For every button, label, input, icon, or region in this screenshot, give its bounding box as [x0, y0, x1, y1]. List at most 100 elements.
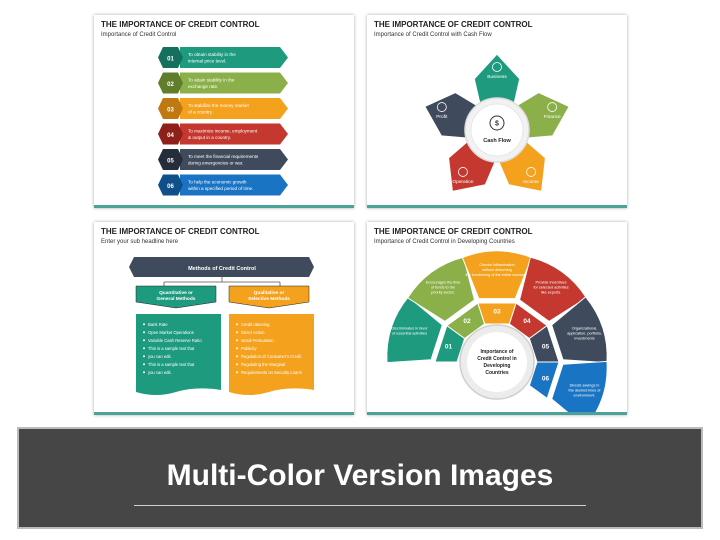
slide-thumbnail-4[interactable]: THE IMPORTANCE OF CREDIT CONTROL Importa…	[367, 222, 627, 415]
item-text: internal price level.	[188, 59, 226, 64]
point-label: Income	[523, 179, 539, 185]
list-item-shape	[180, 72, 288, 94]
petal-text: of funds to the	[431, 286, 455, 290]
item-text: To help the economic growth	[188, 180, 247, 185]
method-item: Regulating the Marginal	[241, 362, 285, 367]
center-label: Developing	[484, 363, 511, 369]
bullet-icon	[143, 355, 145, 358]
method-item: Publicity	[241, 346, 257, 351]
point-label: Operation	[452, 179, 473, 185]
slide-thumbnail-1[interactable]: THE IMPORTANCE OF CREDIT CONTROL Importa…	[94, 15, 354, 208]
slide-title: THE IMPORTANCE OF CREDIT CONTROL	[101, 20, 260, 29]
method-heading: Quantitative or	[159, 290, 193, 296]
petal-text: for selected activities	[533, 286, 568, 290]
bullet-icon	[236, 371, 238, 374]
left-method-list-box	[136, 314, 221, 395]
item-text: & output in a country.	[188, 135, 231, 140]
item-number: 02	[167, 82, 174, 88]
segment-number: 03	[493, 309, 501, 316]
item-text: To maximize income, employment	[188, 129, 258, 134]
chart-up-icon	[547, 102, 558, 112]
bullet-icon	[143, 331, 145, 334]
center-label: Credit Control in	[477, 356, 516, 362]
slide-subtitle: Importance of Credit Control	[101, 32, 177, 38]
importance-list-graphic: 01 To obtain stability in the internal pri…	[158, 47, 288, 196]
segment-number: 05	[542, 344, 550, 351]
petal-text: of essential activities	[392, 332, 427, 336]
point-label: Profit	[436, 114, 448, 120]
bullet-icon	[236, 355, 238, 358]
number-badge	[158, 72, 183, 94]
inner-segment	[528, 361, 560, 400]
petal-text: the desired lines of	[569, 388, 602, 392]
segment-number: 02	[463, 318, 471, 325]
petal-text: Provide Incentives	[536, 281, 567, 285]
item-text: exchange rate.	[188, 84, 218, 89]
method-heading: Selective Methods	[248, 296, 290, 302]
method-item: Credit rationing	[241, 322, 270, 327]
number-badge	[158, 47, 183, 68]
list-item-shape	[180, 47, 288, 68]
slide-accent-bar	[367, 205, 627, 208]
slide-title: THE IMPORTANCE OF CREDIT CONTROL	[374, 20, 533, 29]
slide-thumbnail-2[interactable]: THE IMPORTANCE OF CREDIT CONTROL Importa…	[367, 15, 627, 208]
bullet-icon	[236, 339, 238, 342]
slide-title: THE IMPORTANCE OF CREDIT CONTROL	[101, 227, 260, 236]
center-label: Countries	[485, 370, 509, 376]
method-item: This is a sample text that	[148, 362, 195, 367]
method-heading: Qualitative or	[254, 290, 285, 296]
petal-text: like exports.	[541, 291, 561, 295]
petal-text: Organizational,	[572, 327, 598, 331]
item-text: of a country.	[188, 110, 213, 115]
petal-text: without disturbing	[482, 268, 512, 272]
item-text: To obtain stability in the	[188, 52, 236, 57]
method-item: Open Market Operations	[148, 330, 194, 335]
list-item-shape	[180, 123, 288, 145]
dollar-icon: $	[495, 121, 499, 128]
slide-subtitle: Importance of Credit Control in Developi…	[374, 239, 515, 245]
slide-thumbnail-3[interactable]: THE IMPORTANCE OF CREDIT CONTROL Enter y…	[94, 222, 354, 415]
version-banner: Multi-Color Version Images	[19, 429, 701, 527]
bullet-icon	[236, 363, 238, 366]
number-badge	[158, 98, 183, 119]
outer-petal	[551, 360, 608, 415]
item-text: during emergencies or war.	[188, 161, 243, 166]
method-item: This is a sample text that	[148, 346, 195, 351]
slide-title: THE IMPORTANCE OF CREDIT CONTROL	[374, 227, 533, 236]
banner-divider	[134, 505, 586, 506]
center-label: Cash Flow	[483, 138, 511, 144]
item-number: 05	[167, 159, 174, 165]
point-label: Business	[487, 74, 507, 80]
center-circle	[467, 332, 527, 392]
petal-text: Encourages the flow	[426, 281, 461, 285]
number-badge	[158, 174, 183, 196]
item-text: To attain stability in the	[188, 78, 235, 83]
bullet-icon	[236, 347, 238, 350]
method-item: Variable Cash Reserve Ratio	[148, 338, 202, 343]
list-item-shape	[180, 149, 288, 170]
methods-header-shape	[129, 257, 314, 277]
point-label: Finance	[544, 114, 561, 120]
slide-accent-bar	[367, 412, 627, 415]
item-number: 01	[167, 57, 174, 63]
petal-text: investments	[574, 337, 594, 341]
slide-subtitle: Enter your sub headline here	[101, 239, 179, 245]
method-heading: General Methods	[157, 296, 196, 302]
center-label: Importance of	[480, 349, 513, 355]
bullet-icon	[143, 339, 145, 342]
petal-text: priority sector.	[431, 291, 455, 295]
methods-header-label: Methods of Credit Control	[188, 266, 256, 272]
bar-chart-icon	[526, 167, 536, 177]
banner-title: Multi-Color Version Images	[166, 459, 554, 492]
bullet-icon	[143, 363, 145, 366]
segment-number: 01	[445, 344, 453, 351]
list-item-shape	[180, 174, 288, 196]
segment-number: 06	[542, 375, 550, 382]
left-method-header	[135, 285, 217, 309]
dollar-cycle-icon	[489, 115, 505, 131]
petal-text: the functioning of the entire economy.	[465, 273, 528, 277]
bullet-icon	[143, 371, 145, 374]
